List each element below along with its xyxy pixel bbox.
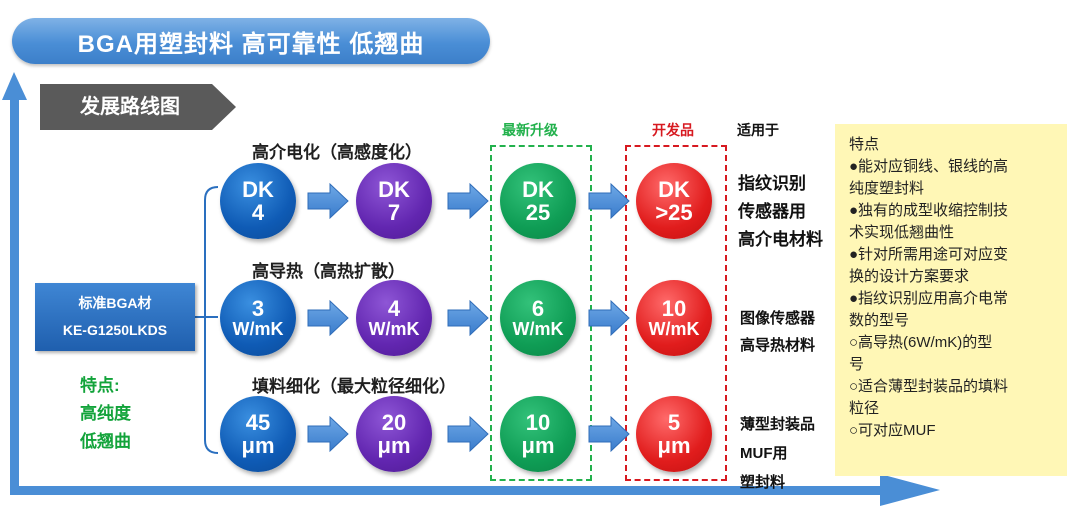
left-features: 特点: 高纯度 低翘曲 [80, 376, 131, 451]
stage-arrow [447, 416, 489, 452]
features-box: 特点 ●能对应铜线、银线的高 纯度塑封料 ●独有的成型收缩控制技 术实现低翘曲性… [835, 124, 1067, 476]
stage-arrow [588, 300, 630, 336]
title-banner: BGA用塑封料 高可靠性 低翘曲 [12, 18, 490, 64]
row-heading-filler: 填料细化（最大粒径细化） [252, 377, 456, 396]
apply-text-row2: 图像传感器高导热材料 [740, 310, 816, 354]
features-title: 特点 [849, 136, 880, 153]
col-label-apply: 适用于 [737, 122, 779, 138]
stage-arrow [588, 183, 630, 219]
roadmap-tag: 发展路线图 [40, 84, 236, 130]
dev-product-box [625, 145, 727, 481]
stage-arrow [588, 416, 630, 452]
stage-arrow [447, 300, 489, 336]
stage-arrow [307, 300, 349, 336]
col-label-dev: 开发品 [652, 122, 694, 138]
apply-text-row1: 指纹识别传感器用高介电材料 [738, 174, 823, 249]
vertical-axis-arrow [2, 72, 27, 495]
standard-material-box: 标准BGA材 KE-G1250LKDS [35, 283, 195, 351]
stage-arrow [307, 416, 349, 452]
row-heading-dielectric: 高介电化（高感度化） [252, 143, 422, 162]
col-label-latest: 最新升级 [502, 122, 558, 138]
row-heading-thermal: 高导热（高热扩散） [252, 262, 405, 281]
branch-lines [195, 186, 219, 454]
roadmap-label: 发展路线图 [80, 96, 180, 118]
horizontal-axis-arrow [10, 474, 940, 506]
stage-arrow [307, 183, 349, 219]
stage-circle: DK>25 [636, 163, 712, 239]
stage-arrow [447, 183, 489, 219]
